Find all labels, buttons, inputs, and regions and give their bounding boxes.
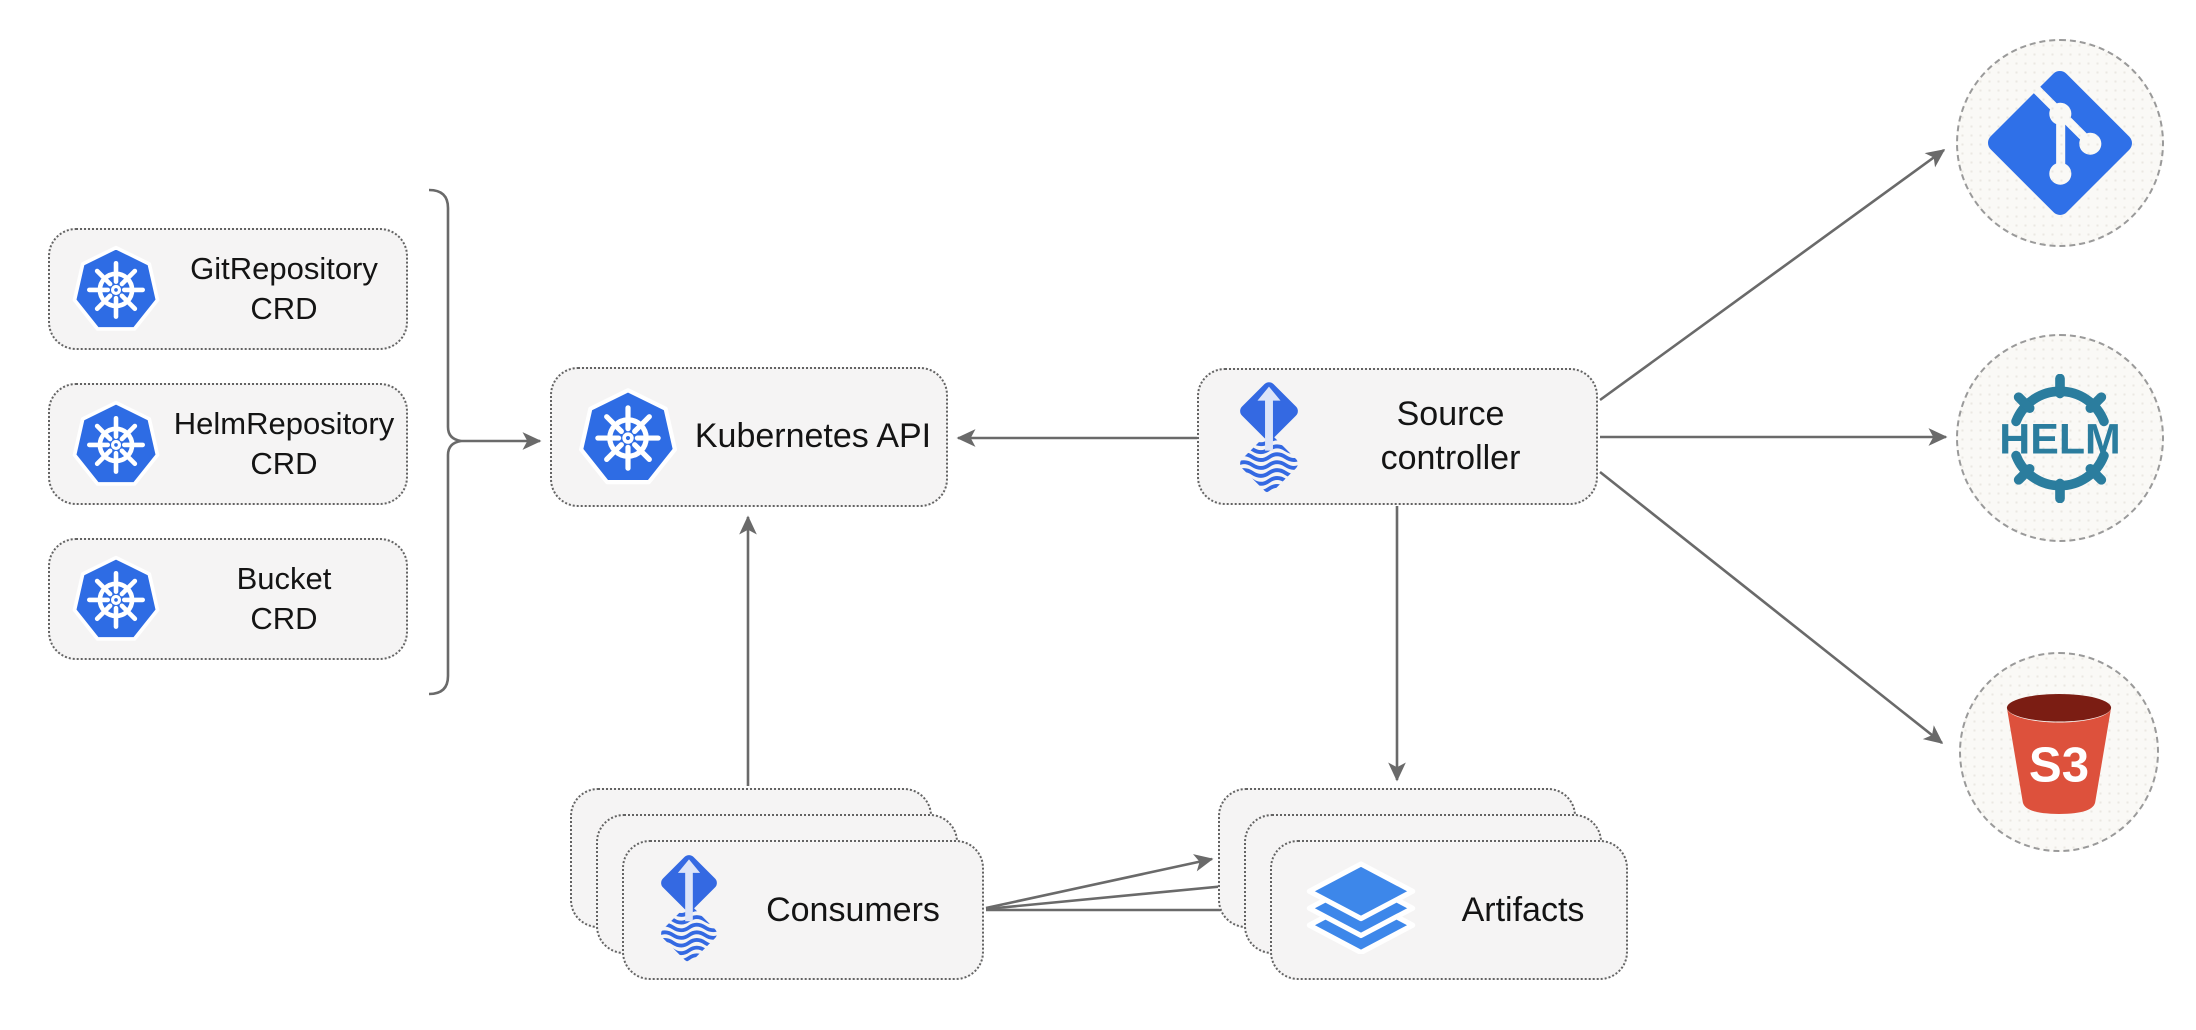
node-consumers: Consumers [622, 840, 984, 980]
node-git-source [1956, 39, 2164, 247]
node-artifacts: Artifacts [1270, 840, 1628, 980]
flux-icon [1233, 378, 1305, 496]
arrow-consumers-to-artifacts-back [985, 854, 1214, 910]
helm-icon: HELM [1985, 373, 2135, 503]
layers-icon [1302, 861, 1420, 959]
node-kubernetes-api: Kubernetes API [550, 367, 948, 507]
s3-label: S3 [2029, 738, 2089, 793]
node-s3-source: S3 [1959, 652, 2159, 852]
node-helm-source: HELM [1956, 334, 2164, 542]
kubernetes-icon [70, 243, 162, 335]
s3-bucket-icon: S3 [2000, 687, 2118, 817]
arrow-source-to-s3 [1599, 470, 1944, 745]
crd-group-brace [428, 188, 462, 696]
node-label: Artifacts [1461, 890, 1585, 929]
node-label: Kubernetes API [694, 417, 932, 456]
arrow-consumers-to-artifacts-middle [985, 877, 1238, 911]
helm-label: HELM [1999, 415, 2120, 463]
arrow-source-to-git [1599, 148, 1946, 402]
flux-icon [654, 851, 724, 970]
kubernetes-icon [576, 385, 680, 489]
kubernetes-icon [70, 553, 162, 645]
node-label: Consumers [766, 890, 940, 929]
kubernetes-icon [70, 398, 162, 490]
git-icon [1984, 67, 2136, 219]
